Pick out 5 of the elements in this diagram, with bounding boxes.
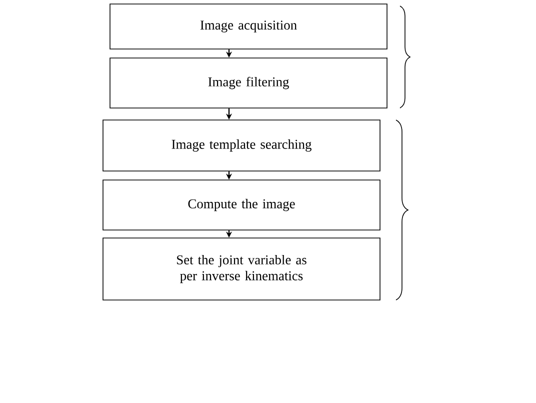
process-box: Image filtering: [110, 58, 388, 108]
process-box: Set the joint variable as per inverse kinematics: [102, 238, 380, 300]
process-box: Compute the image: [102, 180, 380, 230]
process-box: Image template searching: [102, 120, 380, 172]
process-box: Image acquisition: [110, 4, 388, 50]
